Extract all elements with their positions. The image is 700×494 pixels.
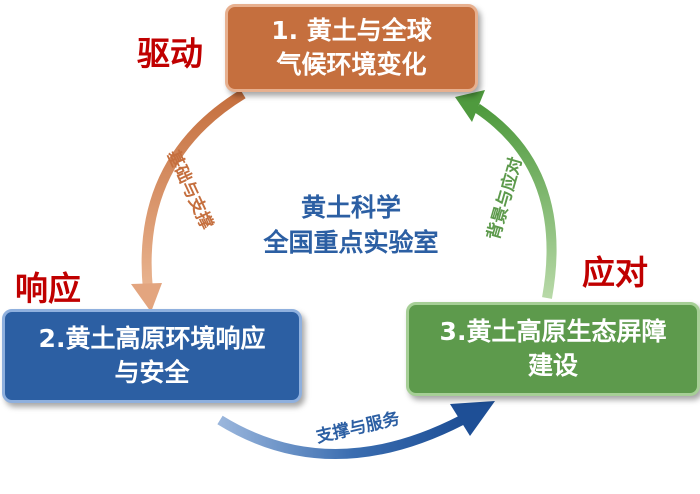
left-arrow <box>131 87 250 312</box>
node-loess-global-climate: 1. 黄土与全球 气候环境变化 <box>225 4 478 92</box>
center-title-line-1: 黄土科学 <box>300 193 401 222</box>
right-arrow <box>455 90 559 305</box>
role-label-respond: 响应 <box>15 269 81 308</box>
right-arrowhead <box>455 90 485 122</box>
node-3-line-2: 建设 <box>527 351 578 380</box>
right-arrow-label: 背景与应对 <box>483 155 527 242</box>
center-title: 黄土科学 全国重点实验室 <box>236 190 466 260</box>
role-label-cope: 应对 <box>582 253 648 292</box>
node-2-line-2: 与安全 <box>114 358 190 387</box>
node-1-line-2: 气候环境变化 <box>276 50 427 79</box>
bottom-arrow <box>213 401 495 461</box>
left-arrowhead <box>131 283 162 312</box>
bottom-arrowhead <box>450 401 495 436</box>
center-title-line-2: 全国重点实验室 <box>263 228 439 257</box>
node-1-line-1: 1. 黄土与全球 <box>271 16 432 45</box>
node-loess-plateau-ecological-barrier: 3.黄土高原生态屏障 建设 <box>406 302 700 396</box>
node-2-line-1: 2.黄土高原环境响应 <box>38 324 266 353</box>
node-loess-plateau-response: 2.黄土高原环境响应 与安全 <box>2 309 302 403</box>
left-arrow-label: 基础与支撑 <box>162 146 217 233</box>
role-label-drive: 驱动 <box>137 34 203 73</box>
node-3-line-1: 3.黄土高原生态屏障 <box>439 317 667 346</box>
